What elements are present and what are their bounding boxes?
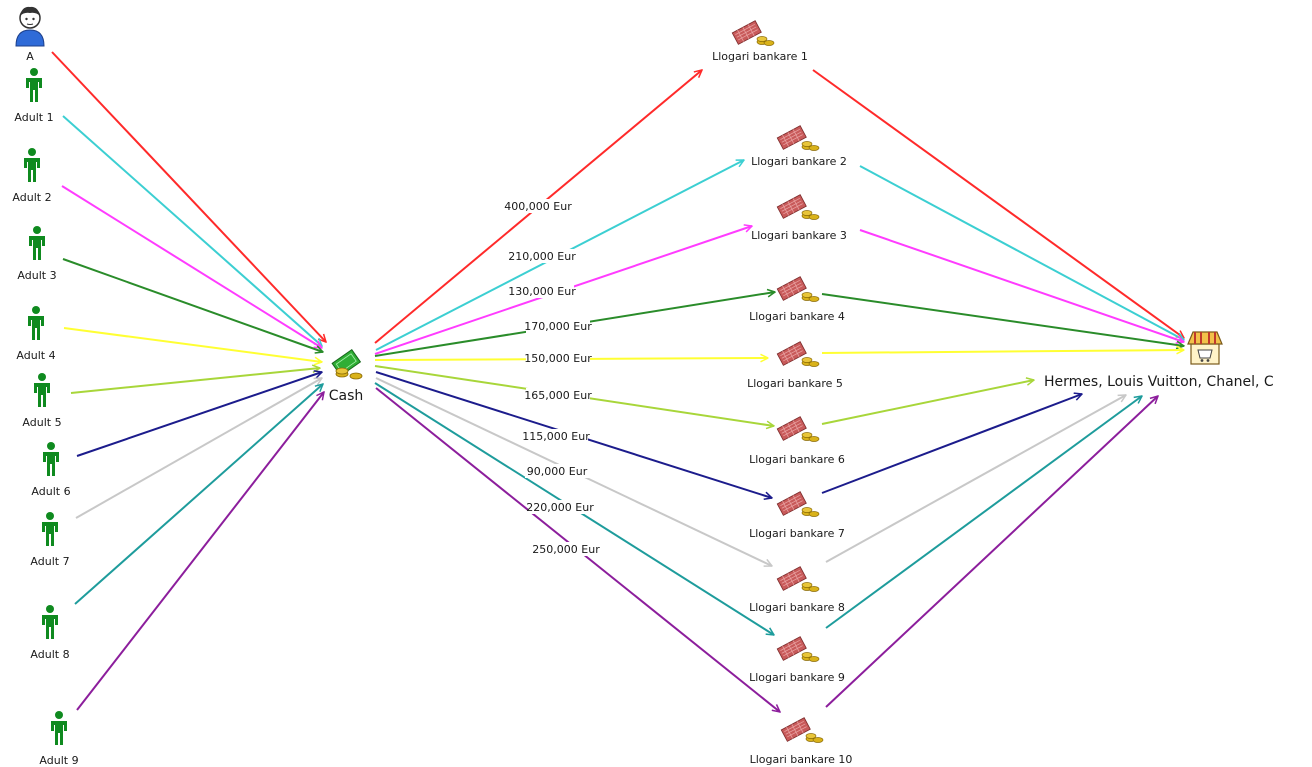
amount-label-3: 130,000 Eur (508, 285, 576, 298)
cash-node[interactable]: Cash (329, 348, 364, 404)
account-node-7[interactable]: Llogari bankare 7 (749, 491, 845, 540)
adult-label-7: Adult 7 (30, 555, 69, 568)
adult-node-1[interactable]: Adult 1 (14, 68, 54, 124)
account-node-9[interactable]: Llogari bankare 9 (749, 636, 845, 684)
arrow-account-4-to-store (821, 293, 1184, 346)
arrow-adult-7-to-cash (75, 377, 322, 519)
amount-label-6: 165,000 Eur (524, 389, 592, 402)
account-label-4: Llogari bankare 4 (749, 310, 845, 323)
arrow-adult-6-to-cash (76, 372, 322, 457)
amount-label-8: 90,000 Eur (527, 465, 588, 478)
account-label-8: Llogari bankare 8 (749, 601, 845, 614)
arrow-account-3-to-store (859, 229, 1184, 342)
shop-icon (1187, 331, 1223, 365)
person-a-label: A (26, 50, 34, 63)
amount-label-bg-7 (524, 429, 588, 443)
account-label-9: Llogari bankare 9 (749, 671, 845, 684)
amount-label-bg-3 (510, 284, 574, 298)
adult-label-5: Adult 5 (22, 416, 61, 429)
account-label-7: Llogari bankare 7 (749, 527, 845, 540)
arrow-adult-3-to-cash (62, 258, 323, 352)
cash-money-icon (331, 348, 363, 380)
amount-label-bg-9 (528, 500, 592, 514)
account-node-1[interactable]: Llogari bankare 1 (712, 20, 808, 63)
amount-label-bg-1 (506, 199, 570, 213)
arrow-account-9-to-store (825, 396, 1142, 629)
amount-label-bg-2 (510, 249, 574, 263)
arrow-account-2-to-store (859, 165, 1184, 341)
arrow-account-7-to-store (821, 394, 1082, 494)
adult-node-5[interactable]: Adult 5 (22, 373, 62, 429)
person-a-node[interactable]: A (15, 6, 45, 63)
amount-label-bg-4 (526, 319, 590, 333)
amount-label-bg-8 (525, 464, 589, 478)
cash-label: Cash (329, 388, 364, 404)
account-node-6[interactable]: Llogari bankare 6 (749, 416, 845, 466)
amount-label-bg-5 (526, 351, 590, 365)
amount-label-1: 400,000 Eur (504, 200, 572, 213)
arrow-adult-4-to-cash (63, 327, 322, 362)
account-node-8[interactable]: Llogari bankare 8 (749, 566, 845, 614)
adult-node-2[interactable]: Adult 2 (12, 148, 52, 204)
adult-label-2: Adult 2 (12, 191, 51, 204)
adult-label-8: Adult 8 (30, 648, 69, 661)
arrow-a-to-cash (51, 51, 326, 342)
adult-node-6[interactable]: Adult 6 (31, 442, 71, 498)
account-label-1: Llogari bankare 1 (712, 50, 808, 63)
account-label-2: Llogari bankare 2 (751, 155, 847, 168)
adult-label-3: Adult 3 (17, 269, 56, 282)
amount-label-5: 150,000 Eur (524, 352, 592, 365)
adult-label-9: Adult 9 (39, 754, 78, 767)
account-label-6: Llogari bankare 6 (749, 453, 845, 466)
amount-label-bg-6 (526, 388, 590, 402)
amount-label-7: 115,000 Eur (522, 430, 590, 443)
amount-label-bg-10 (534, 542, 598, 556)
account-node-3[interactable]: Llogari bankare 3 (751, 194, 847, 242)
arrow-adult-5-to-cash (70, 368, 320, 394)
arrow-adult-2-to-cash (61, 185, 322, 348)
adult-label-4: Adult 4 (16, 349, 55, 362)
adult-node-9[interactable]: Adult 9 (39, 711, 79, 767)
account-node-5[interactable]: Llogari bankare 5 (747, 341, 843, 390)
arrow-account-5-to-store (821, 350, 1184, 353)
flow-arrows: 400,000 Eur 210,000 Eur 130,000 Eur 170,000… (51, 51, 1184, 712)
arrow-account-10-to-store (825, 396, 1158, 708)
account-node-4[interactable]: Llogari bankare 4 (749, 276, 845, 323)
account-label-3: Llogari bankare 3 (751, 229, 847, 242)
amount-label-4: 170,000 Eur (524, 320, 592, 333)
adult-label-1: Adult 1 (14, 111, 53, 124)
account-node-2[interactable]: Llogari bankare 2 (751, 125, 847, 168)
adult-label-6: Adult 6 (31, 485, 70, 498)
adult-node-3[interactable]: Adult 3 (17, 226, 57, 282)
arrow-adult-8-to-cash (74, 384, 323, 605)
account-label-10: Llogari bankare 10 (750, 753, 853, 766)
arrow-adult-1-to-cash (62, 115, 322, 346)
arrow-adult-9-to-cash (76, 392, 324, 711)
amount-label-9: 220,000 Eur (526, 501, 594, 514)
account-node-10[interactable]: Llogari bankare 10 (750, 717, 853, 766)
store-label: Hermes, Louis Vuitton, Chanel, C (1044, 374, 1274, 390)
store-node[interactable] (1187, 331, 1223, 365)
adult-node-7[interactable]: Adult 7 (30, 512, 70, 568)
arrow-account-6-to-store (821, 380, 1034, 425)
arrow-account-8-to-store (825, 394, 1126, 563)
account-label-5: Llogari bankare 5 (747, 377, 843, 390)
suspect-avatar-icon (15, 6, 45, 47)
adult-node-4[interactable]: Adult 4 (16, 306, 56, 362)
adult-node-8[interactable]: Adult 8 (30, 605, 70, 661)
amount-label-2: 210,000 Eur (508, 250, 576, 263)
arrow-account-1-to-store (812, 69, 1184, 338)
amount-label-10: 250,000 Eur (532, 543, 600, 556)
